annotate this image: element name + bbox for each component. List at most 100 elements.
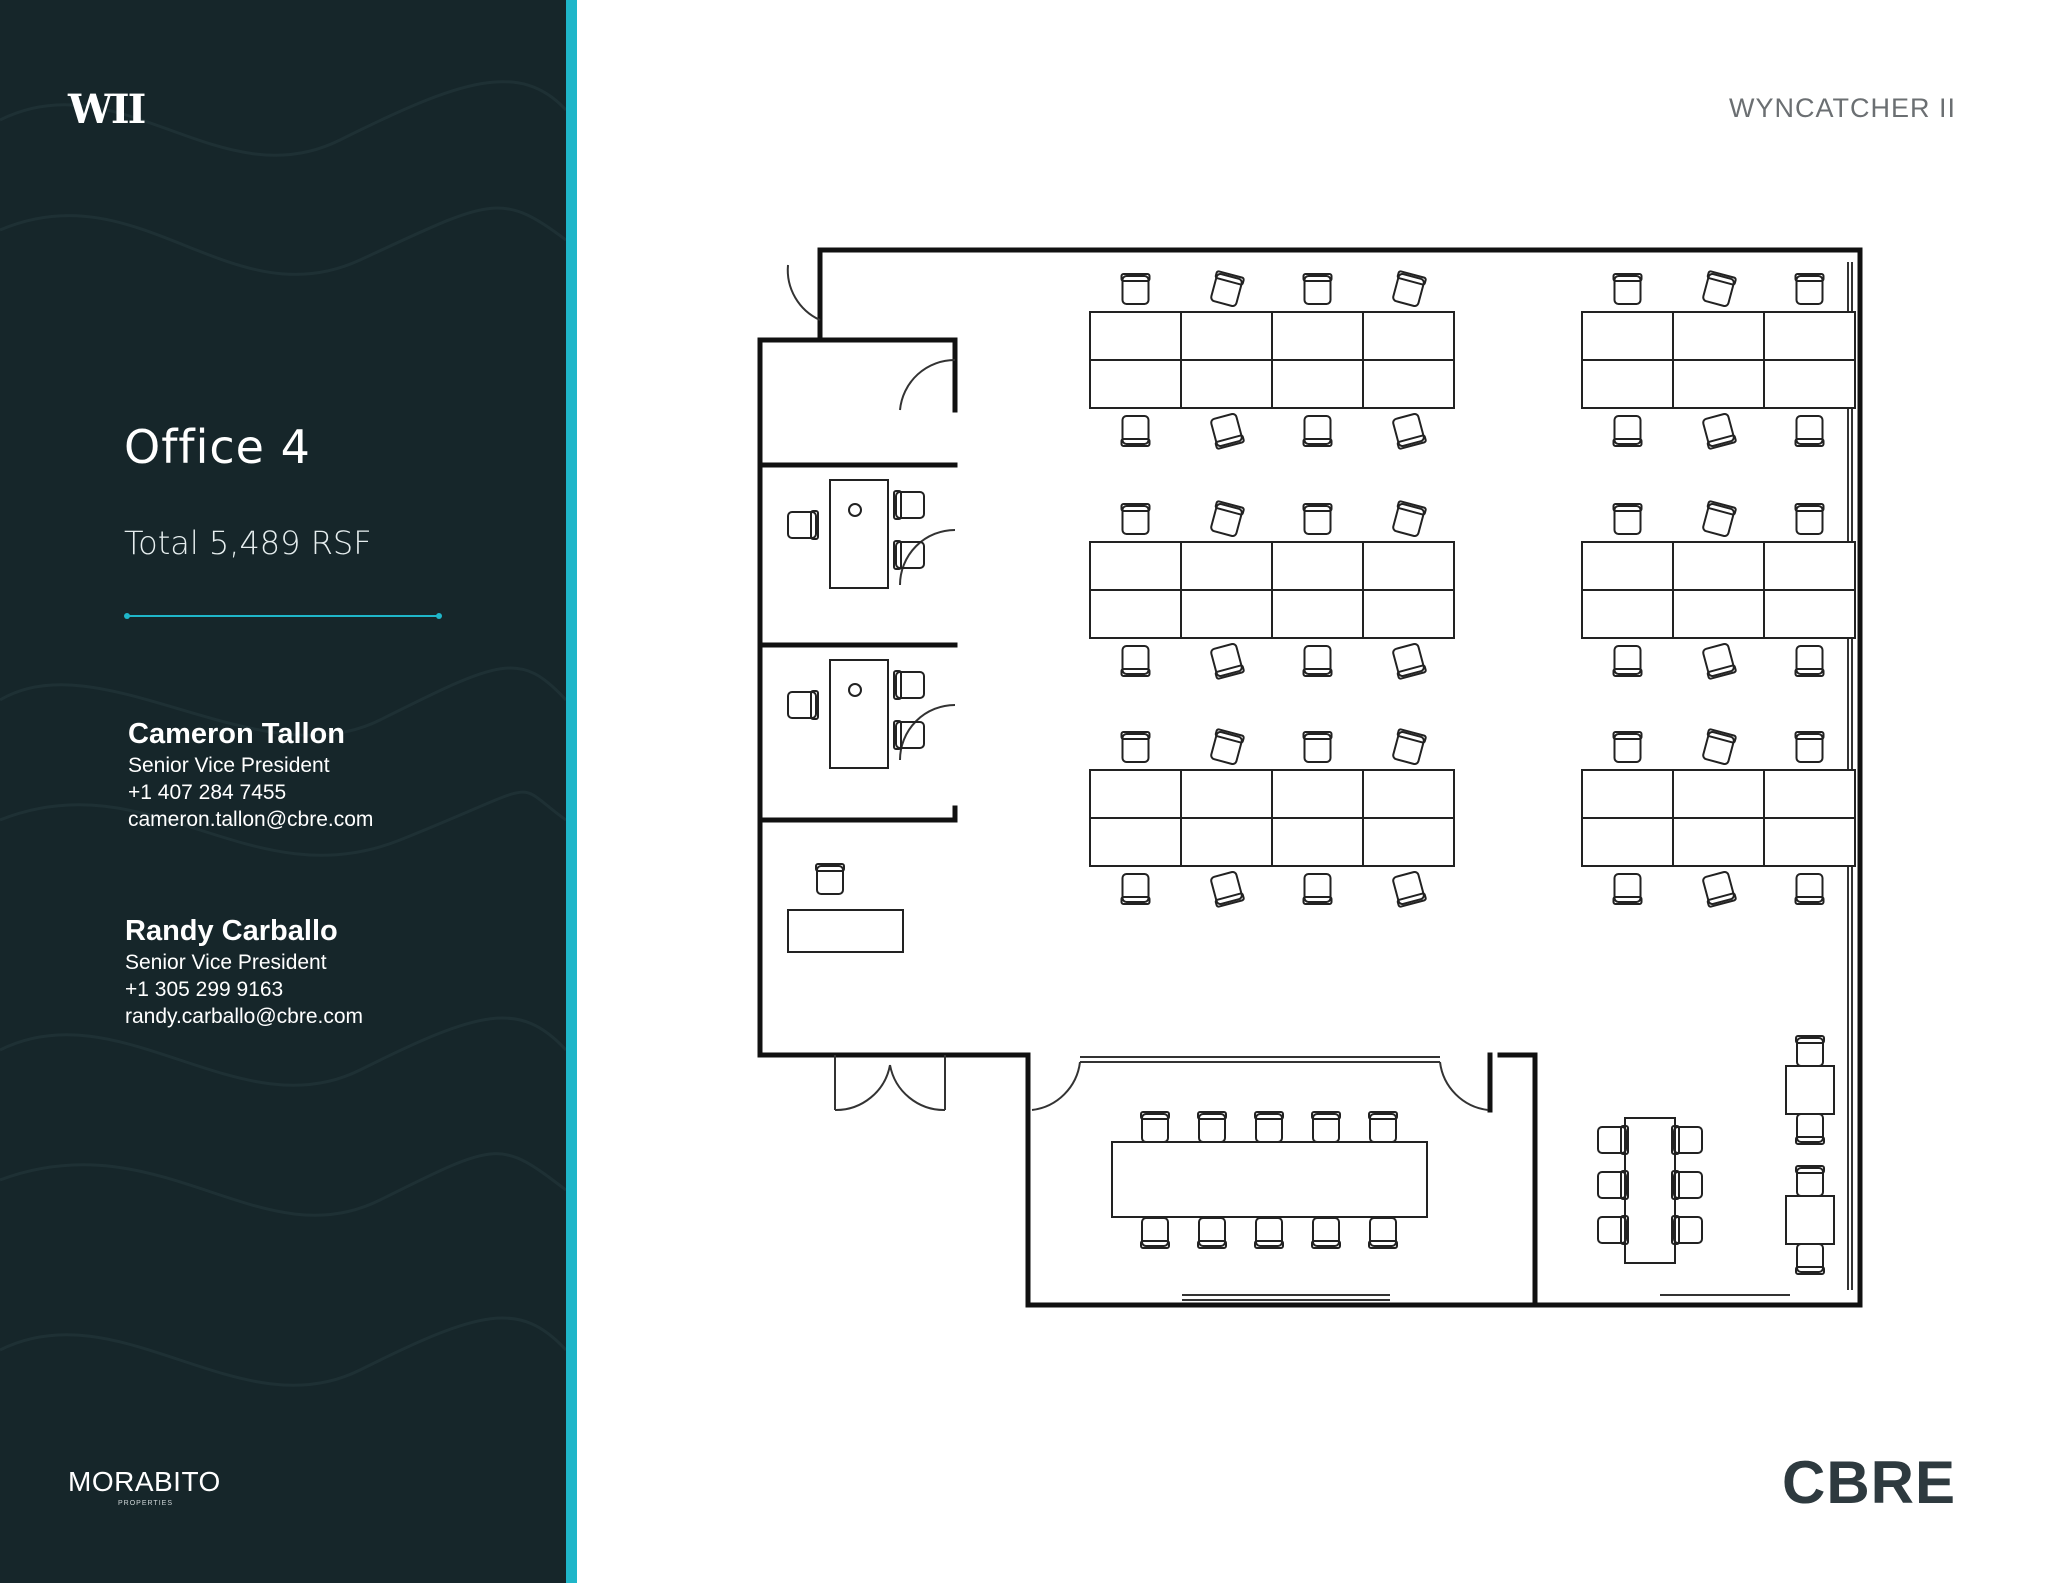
desk bbox=[1581, 359, 1674, 409]
outer-wall bbox=[757, 247, 1863, 1308]
chair-icon bbox=[1302, 645, 1333, 677]
chair-icon bbox=[1795, 1113, 1825, 1145]
chair-icon bbox=[1671, 1170, 1703, 1200]
desk bbox=[1581, 589, 1674, 639]
chair-icon bbox=[893, 670, 925, 700]
chair-icon bbox=[1392, 643, 1427, 680]
door-swing bbox=[834, 1064, 891, 1112]
desk bbox=[1180, 817, 1273, 867]
building-name: WYNCATCHER II bbox=[1729, 93, 1956, 123]
desk bbox=[1271, 311, 1364, 361]
desk bbox=[1089, 311, 1182, 361]
chair-icon bbox=[1612, 645, 1643, 677]
office-wall bbox=[757, 337, 958, 413]
contact-phone[interactable]: +1 407 284 7455 bbox=[128, 781, 287, 804]
chair-icon bbox=[1210, 270, 1245, 307]
door-swing bbox=[899, 358, 956, 411]
chair-icon bbox=[1597, 1215, 1629, 1245]
chair-icon bbox=[1120, 645, 1151, 677]
desk bbox=[1763, 541, 1856, 591]
desk bbox=[1763, 769, 1856, 819]
desk bbox=[1180, 359, 1273, 409]
contact-phone[interactable]: +1 305 299 9163 bbox=[125, 978, 284, 1001]
office-wall bbox=[757, 805, 958, 823]
wii-logo: WII bbox=[68, 86, 146, 133]
chair-icon bbox=[893, 540, 925, 570]
chair-icon bbox=[1671, 1125, 1703, 1155]
desk bbox=[1362, 311, 1455, 361]
sidebar-panel: WII Office 4 Total 5,489 RSF Cameron Tal… bbox=[0, 0, 566, 1583]
door-swing bbox=[899, 704, 956, 761]
chair-icon bbox=[1392, 500, 1427, 537]
desk bbox=[1271, 769, 1364, 819]
chair-icon bbox=[1795, 1243, 1825, 1275]
contact-email[interactable]: cameron.tallon@cbre.com bbox=[128, 808, 374, 831]
chair-icon bbox=[893, 720, 925, 750]
desk bbox=[1180, 541, 1273, 591]
desk bbox=[1089, 817, 1182, 867]
floor-plan bbox=[757, 247, 1863, 1308]
door-swing bbox=[889, 1064, 946, 1112]
conference-table bbox=[1111, 1141, 1428, 1218]
kitchen-wall bbox=[1497, 1052, 1538, 1308]
accent-bar bbox=[566, 0, 577, 1583]
chair-icon bbox=[1210, 871, 1245, 908]
desk bbox=[1581, 817, 1674, 867]
contact-name: Cameron Tallon bbox=[128, 718, 345, 750]
desk bbox=[1271, 541, 1364, 591]
chair-icon bbox=[1671, 1215, 1703, 1245]
chair-icon bbox=[1612, 273, 1643, 305]
desk bbox=[1581, 541, 1674, 591]
break-table bbox=[1624, 1117, 1676, 1264]
chair-icon bbox=[1120, 503, 1151, 535]
desk bbox=[1672, 589, 1765, 639]
desk bbox=[1581, 769, 1674, 819]
door-swing bbox=[1439, 1061, 1489, 1111]
contact-card: Randy Carballo Senior Vice President +1 … bbox=[125, 913, 363, 1030]
chair-icon bbox=[1140, 1217, 1170, 1249]
desk bbox=[1089, 541, 1182, 591]
desk bbox=[1581, 311, 1674, 361]
chair-icon bbox=[1302, 273, 1333, 305]
chair-icon bbox=[893, 490, 925, 520]
morabito-logo: MORABITO bbox=[68, 1466, 221, 1497]
chair-icon bbox=[1210, 500, 1245, 537]
desk bbox=[1362, 769, 1455, 819]
chair-icon bbox=[1197, 1111, 1227, 1143]
chair-icon bbox=[787, 690, 819, 720]
desk bbox=[1089, 359, 1182, 409]
chair-icon bbox=[1302, 731, 1333, 763]
chair-icon bbox=[1302, 873, 1333, 905]
chair-icon bbox=[1120, 273, 1151, 305]
accent-divider bbox=[124, 613, 442, 619]
topographic-texture bbox=[0, 80, 566, 1387]
desk bbox=[1672, 817, 1765, 867]
chair-icon bbox=[1597, 1170, 1629, 1200]
space-title: Office 4 bbox=[124, 420, 311, 474]
chair-icon bbox=[1794, 503, 1825, 535]
chair-icon bbox=[1702, 500, 1737, 537]
desk bbox=[1089, 589, 1182, 639]
morabito-logo-sub: PROPERTIES bbox=[118, 1500, 173, 1507]
desk bbox=[1271, 817, 1364, 867]
small-table bbox=[1785, 1195, 1835, 1245]
reception-desk bbox=[787, 909, 904, 953]
chair-icon bbox=[787, 510, 819, 540]
chair-icon bbox=[815, 863, 845, 895]
chair-icon bbox=[1795, 1035, 1825, 1067]
desk bbox=[1089, 769, 1182, 819]
chair-icon bbox=[1612, 415, 1643, 447]
chair-icon bbox=[1702, 871, 1737, 908]
chair-icon bbox=[1392, 728, 1427, 765]
contact-role: Senior Vice President bbox=[125, 951, 327, 974]
chair-icon bbox=[1120, 731, 1151, 763]
chair-icon bbox=[1311, 1111, 1341, 1143]
chair-icon bbox=[1392, 270, 1427, 307]
chair-icon bbox=[1795, 1165, 1825, 1197]
contact-email[interactable]: randy.carballo@cbre.com bbox=[125, 1005, 364, 1028]
desk bbox=[1362, 589, 1455, 639]
chair-icon bbox=[1210, 643, 1245, 680]
contact-card: Cameron Tallon Senior Vice President +1 … bbox=[128, 716, 373, 833]
chair-icon bbox=[1794, 873, 1825, 905]
chair-icon bbox=[1392, 871, 1427, 908]
